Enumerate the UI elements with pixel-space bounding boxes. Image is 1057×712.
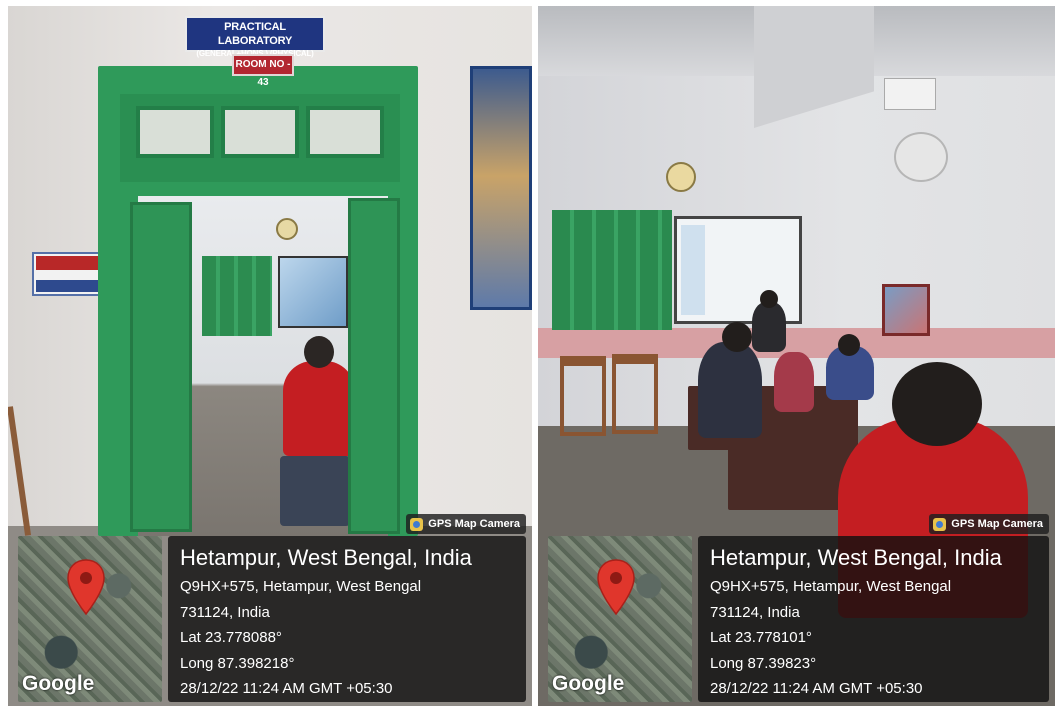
timestamp: 28/12/22 11:24 AM GMT +05:30 [710,680,923,697]
student [774,352,814,412]
address-line-1: Q9HX+575, Hetampur, West Bengal [710,578,952,595]
address-line-1: Q9HX+575, Hetampur, West Bengal [180,578,422,595]
google-logo: Google [22,672,95,695]
photo-classroom: GPS Map Camera Google Hetampur, West Ben… [538,6,1055,706]
timestamp: 28/12/22 11:24 AM GMT +05:30 [180,680,393,697]
latitude: Lat 23.778088° [180,629,282,646]
wall-clock [276,218,298,240]
no-mask-notice [32,252,100,296]
location-info-panel: Hetampur, West Bengal, India Q9HX+575, H… [698,536,1049,702]
gps-camera-label: GPS Map Camera [951,518,1043,530]
projector-screen [674,216,802,324]
wooden-chair [560,356,606,436]
longitude: Long 87.39823° [710,654,817,672]
gps-camera-label: GPS Map Camera [428,518,520,530]
wall-fan [894,132,948,182]
student [698,342,762,438]
location-title: Hetampur, West Bengal, India [710,545,1002,570]
longitude: Long 87.398218° [180,654,295,672]
map-pin-icon [597,559,635,616]
teacher-head [760,290,778,308]
gps-camera-icon [410,517,424,531]
google-logo: Google [552,672,625,695]
location-title: Hetampur, West Bengal, India [180,545,472,570]
projector-screen [278,256,348,328]
transom-pane [221,106,299,158]
map-pin-icon [67,559,105,616]
satellite-map-thumbnail: Google [18,536,162,702]
gps-camera-tag: GPS Map Camera [929,514,1049,534]
gps-camera-icon [933,517,947,531]
teacher [752,302,786,352]
lab-sign-line1: PRACTICAL LABORATORY [217,21,293,47]
latitude: Lat 23.778101° [710,629,812,646]
wall-poster [882,284,930,336]
room-number-sign: ROOM NO - 43 [232,54,294,88]
lab-sign-line2: (GENERAL+HONS.) (PHYSICAL) [187,48,323,59]
lab-name-sign: PRACTICAL LABORATORY (GENERAL+HONS.) (PH… [185,16,325,58]
location-info-panel: Hetampur, West Bengal, India Q9HX+575, H… [168,536,526,702]
student-head [838,334,860,356]
wall-clock [666,162,696,192]
gps-camera-tag: GPS Map Camera [406,514,526,534]
student-head [892,362,982,446]
person-legs [280,456,350,526]
transom-pane [306,106,384,158]
person-head [304,336,334,368]
person-red-jacket [283,361,355,456]
satellite-map-thumbnail: Google [548,536,692,702]
classroom-window [552,210,672,330]
door-leaf-left [130,202,192,532]
wall-chart-poster [470,66,532,310]
door-leaf-right [348,198,400,534]
wooden-chair [612,354,658,434]
transom-pane [136,106,214,158]
address-line-2: 731124, India [710,603,800,621]
photo-lab-entrance: PRACTICAL LABORATORY (GENERAL+HONS.) (PH… [8,6,532,706]
address-line-2: 731124, India [180,603,270,621]
interior-window [202,256,272,336]
student-head [722,322,752,352]
ceiling-projector [884,78,936,110]
